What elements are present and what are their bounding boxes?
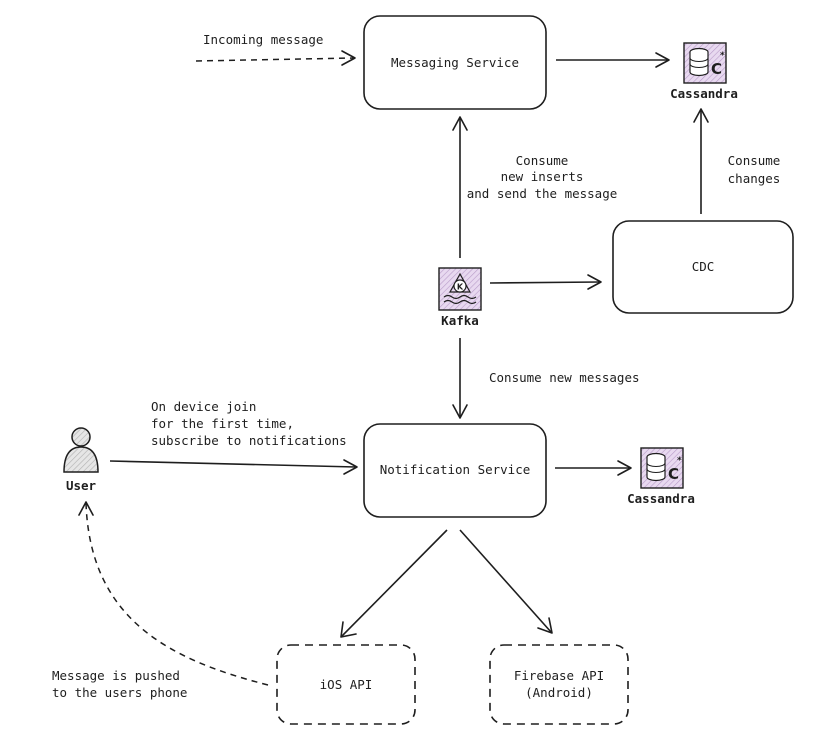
edge-messaging-to-cassandra: [556, 52, 670, 68]
user-node[interactable]: User: [63, 427, 99, 493]
edge-ios-to-user: [78, 501, 269, 686]
notification-service-node[interactable]: Notification Service: [363, 423, 547, 518]
svg-text:C: C: [711, 60, 722, 78]
edge-notification-to-ios: [340, 529, 448, 638]
message-pushed-line2: to the users phone: [52, 685, 187, 700]
cassandra-top-node[interactable]: C * Cassandra: [670, 42, 738, 101]
cassandra-bottom-node[interactable]: C * Cassandra: [627, 447, 695, 506]
consume-changes-line2: changes: [728, 171, 781, 186]
edge-kafka-to-messaging: [452, 116, 468, 258]
consume-inserts-line2: new inserts: [501, 169, 584, 184]
message-pushed-label: Message is pushed to the users phone: [52, 668, 187, 700]
edge-notification-to-cassandra: [555, 460, 632, 476]
consume-changes-label: Consume changes: [728, 153, 781, 186]
svg-text:*: *: [677, 456, 682, 466]
user-label: User: [66, 478, 97, 493]
consume-inserts-line3: and send the message: [467, 186, 618, 201]
edge-user-to-notification: [109, 459, 358, 475]
cdc-node[interactable]: CDC: [612, 220, 794, 314]
kafka-icon: K: [438, 267, 482, 311]
svg-text:C: C: [668, 465, 679, 483]
notification-service-label: Notification Service: [380, 462, 531, 477]
device-join-line1: On device join: [151, 399, 256, 414]
edge-incoming-message: [195, 50, 356, 66]
svg-text:K: K: [457, 283, 464, 292]
incoming-message-label: Incoming message: [203, 32, 323, 47]
consume-inserts-label: Consume new inserts and send the message: [467, 153, 618, 201]
messaging-service-node[interactable]: Messaging Service: [363, 15, 547, 110]
device-join-line2: for the first time,: [151, 416, 294, 431]
edge-kafka-to-notification: [452, 338, 468, 419]
cdc-label: CDC: [692, 259, 715, 274]
ios-api-node[interactable]: iOS API: [276, 644, 416, 725]
device-join-label: On device join for the first time, subsc…: [151, 399, 347, 448]
cassandra-database-icon: C *: [683, 42, 727, 84]
cassandra-database-icon: C *: [640, 447, 684, 489]
svg-text:*: *: [720, 51, 725, 61]
user-person-icon: [63, 427, 99, 473]
edge-notification-to-firebase: [459, 529, 553, 634]
cassandra-bottom-label: Cassandra: [627, 491, 695, 506]
firebase-api-node[interactable]: Firebase API (Android): [489, 644, 629, 725]
message-pushed-line1: Message is pushed: [52, 668, 180, 683]
kafka-node[interactable]: K Kafka: [438, 267, 482, 328]
firebase-api-label-line2: (Android): [525, 685, 593, 700]
consume-changes-line1: Consume: [728, 153, 781, 168]
consume-new-messages-label: Consume new messages: [489, 370, 640, 385]
firebase-api-label-line1: Firebase API: [514, 668, 604, 683]
messaging-service-label: Messaging Service: [391, 55, 519, 70]
consume-inserts-line1: Consume: [516, 153, 569, 168]
kafka-label: Kafka: [441, 313, 479, 328]
ios-api-label: iOS API: [320, 677, 373, 692]
device-join-line3: subscribe to notifications: [151, 433, 347, 448]
cassandra-top-label: Cassandra: [670, 86, 738, 101]
edge-cdc-to-cassandra: [693, 108, 709, 214]
edge-kafka-to-cdc: [489, 274, 602, 290]
